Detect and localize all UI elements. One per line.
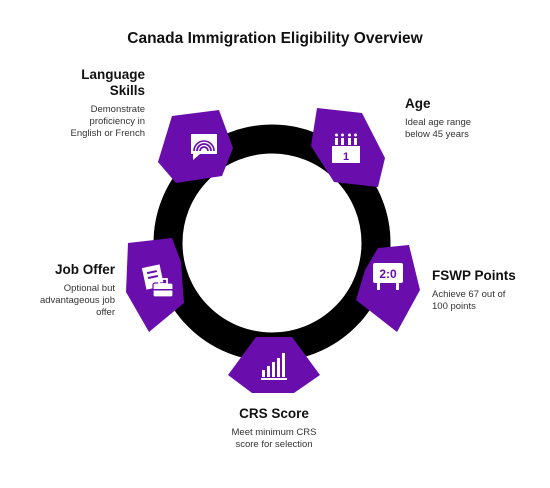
birthday-cake-icon: 1 [332, 133, 360, 163]
briefcase-icon [141, 264, 174, 298]
scoreboard-icon: 2:0 [373, 263, 403, 290]
label-crs-heading: CRS Score [239, 406, 309, 421]
label-fswp-description: Achieve 67 out of 100 points [432, 289, 506, 312]
label-age-description: Ideal age range below 45 years [405, 117, 472, 140]
segment-fswp-arrow [356, 245, 420, 332]
speech-bubble-icon [191, 134, 217, 160]
label-age: Age Ideal age range below 45 years [405, 96, 525, 141]
diagram-title: Canada Immigration Eligibility Overview [127, 30, 423, 47]
label-fswp: FSWP Points Achieve 67 out of 100 points [432, 268, 542, 313]
segment-job [126, 238, 184, 332]
segment-fswp: 2:0 [356, 245, 420, 332]
label-crs-description: Meet minimum CRS score for selection [231, 427, 317, 450]
svg-text:2:0: 2:0 [379, 267, 397, 281]
label-fswp-heading: FSWP Points [432, 268, 516, 283]
bar-chart-icon [261, 353, 287, 380]
svg-text:1: 1 [343, 151, 349, 163]
label-language: Language Skills Demonstrate proficiency … [30, 67, 145, 140]
label-job-heading: Job Offer [54, 262, 115, 277]
label-age-heading: Age [405, 96, 431, 111]
label-crs: CRS Score Meet minimum CRS score for sel… [204, 406, 344, 451]
label-language-description: Demonstrate proficiency in English or Fr… [70, 104, 145, 139]
label-language-heading: Language Skills [81, 67, 145, 98]
label-job-description: Optional but advantageous job offer [39, 283, 115, 318]
segment-crs [228, 337, 320, 393]
label-job: Job Offer Optional but advantageous job … [10, 262, 115, 319]
segment-age: 1 [311, 108, 385, 187]
segment-language [158, 110, 233, 183]
